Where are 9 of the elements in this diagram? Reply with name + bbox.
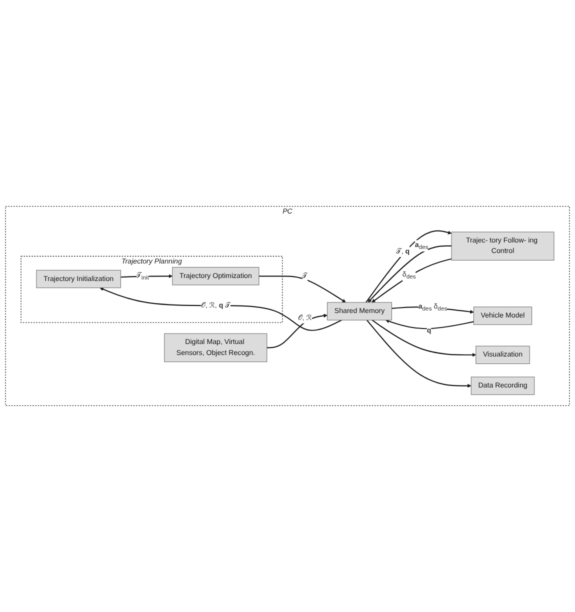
arrow (258, 276, 346, 303)
arrow (100, 287, 342, 331)
arrow (372, 320, 476, 357)
arrow (366, 230, 452, 303)
arrow (385, 319, 474, 330)
arrow (372, 258, 452, 303)
arrow (368, 245, 452, 303)
arrow (366, 320, 472, 388)
arrow (266, 314, 328, 348)
